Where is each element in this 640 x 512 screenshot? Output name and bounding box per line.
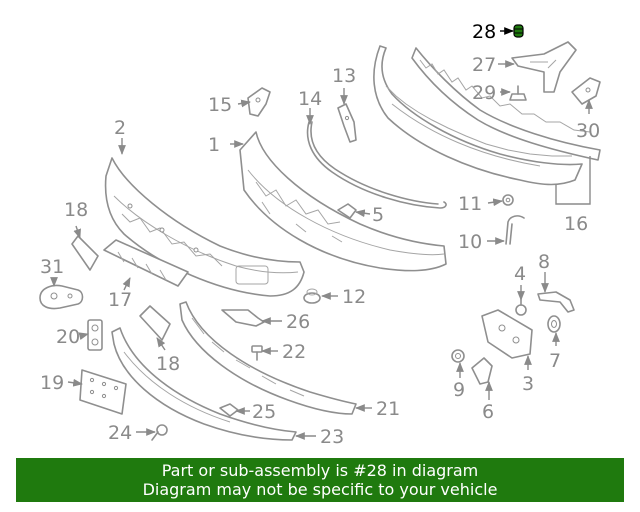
callout-16: 16 xyxy=(564,213,588,235)
part-31-tow-hook[interactable] xyxy=(39,284,84,310)
callout-9: 9 xyxy=(453,379,465,401)
part-8-bracket[interactable] xyxy=(537,291,575,313)
callout-17: 17 xyxy=(108,289,132,311)
callout-18-upper: 18 xyxy=(64,199,88,221)
callout-14: 14 xyxy=(298,88,322,110)
part-15-bracket[interactable] xyxy=(247,87,271,117)
part-18-reflector-upper[interactable] xyxy=(71,235,99,271)
callout-4: 4 xyxy=(514,263,526,285)
part-17-grille-insert[interactable] xyxy=(103,239,189,287)
part-18-reflector-lower[interactable] xyxy=(139,305,171,341)
callout-20: 20 xyxy=(56,326,80,348)
banner-line-disclaimer: Diagram may not be specific to your vehi… xyxy=(142,480,498,499)
callout-11: 11 xyxy=(458,193,482,215)
callout-2: 2 xyxy=(114,117,126,139)
part-11-nut[interactable] xyxy=(502,194,514,206)
part-4-bolt[interactable] xyxy=(515,299,527,316)
info-banner: Part or sub-assembly is #28 in diagram D… xyxy=(16,458,624,502)
part-6-sensor[interactable] xyxy=(471,357,493,385)
part-14-seal-strip[interactable] xyxy=(306,121,447,209)
part-24-bolt[interactable] xyxy=(151,424,168,441)
part-16-valance-panel[interactable] xyxy=(373,45,583,186)
part-2-reinforcement[interactable] xyxy=(104,157,305,297)
callout-12: 12 xyxy=(342,286,366,308)
part-20-clips[interactable] xyxy=(87,319,103,351)
part-3-sensor-bracket[interactable] xyxy=(481,309,533,359)
callout-23: 23 xyxy=(320,426,344,448)
part-1-bumper-face-bar[interactable] xyxy=(239,131,447,272)
callout-3: 3 xyxy=(522,373,534,395)
callout-13: 13 xyxy=(332,65,356,87)
callout-8: 8 xyxy=(538,251,550,273)
part-10-bracket[interactable] xyxy=(505,215,525,245)
callout-18-lower: 18 xyxy=(156,353,180,375)
part-19-license-bracket[interactable] xyxy=(79,369,127,415)
part-29-push-pin[interactable] xyxy=(509,85,527,101)
leader-lines xyxy=(50,27,593,440)
part-28-fastener[interactable] xyxy=(513,24,524,38)
part-30-side-bracket[interactable] xyxy=(571,77,601,105)
callout-29: 29 xyxy=(472,82,496,104)
part-21-air-deflector[interactable] xyxy=(179,301,357,415)
callout-21: 21 xyxy=(376,398,400,420)
part-22-push-pin[interactable] xyxy=(251,345,263,361)
part-23-skid-valance[interactable] xyxy=(111,327,297,441)
callout-labels: 1 2 3 4 5 6 7 8 9 10 11 12 13 14 15 16 1… xyxy=(40,21,600,448)
callout-26: 26 xyxy=(286,311,310,333)
part-13-bracket[interactable] xyxy=(337,103,357,143)
part-7-washer[interactable] xyxy=(547,315,561,333)
part-30-upper-fascia[interactable] xyxy=(411,47,601,161)
callout-15: 15 xyxy=(208,94,232,116)
callout-19: 19 xyxy=(40,372,64,394)
part-9-grommet[interactable] xyxy=(451,349,465,363)
callout-31: 31 xyxy=(40,256,64,278)
callout-10: 10 xyxy=(458,231,482,253)
part-12-grommet[interactable] xyxy=(303,288,321,304)
callout-22: 22 xyxy=(282,341,306,363)
callout-28: 28 xyxy=(472,21,496,43)
callout-5: 5 xyxy=(372,204,384,226)
callout-7: 7 xyxy=(549,350,561,372)
callout-6: 6 xyxy=(482,401,494,423)
part-27-bracket[interactable] xyxy=(511,41,577,93)
callout-1: 1 xyxy=(208,134,220,156)
callout-30: 30 xyxy=(576,120,600,142)
callout-27: 27 xyxy=(472,54,496,76)
part-26-bracket[interactable] xyxy=(221,309,265,327)
callout-25: 25 xyxy=(252,401,276,423)
banner-line-part-number: Part or sub-assembly is #28 in diagram xyxy=(161,461,479,480)
callout-24: 24 xyxy=(108,422,132,444)
